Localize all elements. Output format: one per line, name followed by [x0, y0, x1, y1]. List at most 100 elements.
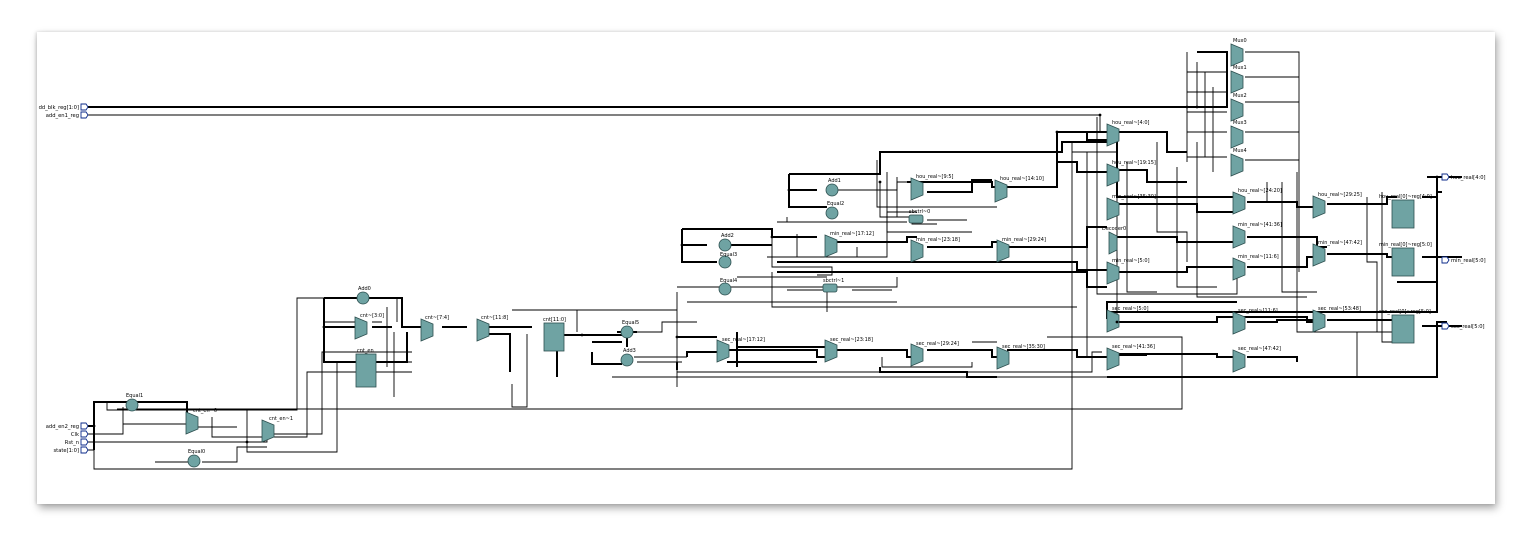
mux0-label: Mux0 [1233, 38, 1247, 44]
input-port-clk [80, 430, 89, 438]
schematic-sheet: dd_blk_reg[1:0] add_en1_reg add_en2_reg … [37, 32, 1495, 504]
add1-block [825, 183, 839, 197]
hou-register-label: hou_real[0]~reg[4:0] [1379, 194, 1432, 200]
mux-hou-9-5-label: hou_real~[9:5] [916, 174, 954, 180]
mux-min-41-36-label: min_real~[41:36] [1238, 222, 1282, 228]
input-port-add_en2_reg [80, 422, 89, 430]
label-clk: Clk [71, 432, 79, 438]
mux-cnt-3-0-label: cnt~[3:0] [360, 313, 384, 319]
rtl-schematic: dd_blk_reg[1:0] add_en1_reg add_en2_reg … [39, 38, 1486, 470]
label-add_en1_reg: add_en1_reg [46, 113, 79, 119]
mux1-block [1230, 70, 1244, 94]
mux-cnt-11-8 [476, 318, 490, 342]
comparator-blocks: Add0 Equal1 Equal0 Equal5 Add3 Add2 Equa… [125, 178, 844, 468]
equal4-label: Equal4 [720, 278, 737, 284]
input-port-rst_n [80, 438, 89, 446]
mux-cnt-3-0 [354, 316, 368, 340]
mux-min-29-24 [996, 239, 1010, 263]
mux2-block [1230, 98, 1244, 122]
mux-sec-35-30 [996, 346, 1010, 370]
mux0-block [1230, 43, 1244, 67]
mux-hou-29-25-label: hou_real~[29:25] [1318, 192, 1362, 198]
wire-layer [88, 51, 1462, 470]
mux3-label: Mux3 [1233, 120, 1247, 126]
mux3-block [1230, 125, 1244, 149]
mux-cnt-7-4-label: cnt~[7:4] [425, 315, 449, 321]
mux-hou-24-20-label: hou_real~[24:20] [1238, 188, 1282, 194]
add2-label: Add2 [721, 233, 734, 239]
mux-sec-53-48 [1312, 309, 1326, 333]
sbctrl0-label: sbctrl~0 [909, 209, 930, 215]
add2-block [718, 238, 732, 252]
mux-min-23-18 [910, 239, 924, 263]
mux-cnt-en0 [185, 411, 199, 435]
mux-cnt-en1 [261, 419, 275, 443]
equal1-block [125, 398, 139, 412]
add0-label: Add0 [358, 286, 371, 292]
equal3-block [718, 255, 732, 269]
label-hou_real: hou_real[4:0] [1451, 175, 1486, 181]
mux-cnt-en1-label: cnt_en~1 [269, 416, 293, 422]
register-blocks: cnt[11:0] cnt_en hou_real[0]~reg[4:0] mi… [355, 194, 1432, 388]
decoder-label: Decoder0 [1102, 226, 1126, 232]
mux-min-47-42 [1312, 243, 1326, 267]
mux-sec-35-30-label: sec_real~[35:30] [1002, 344, 1045, 350]
mux-hou-4-0 [1106, 123, 1120, 147]
cnt-register-label: cnt[11:0] [543, 317, 566, 323]
equal0-block [187, 454, 201, 468]
mux-sec-23-18-label: sec_real~[23:18] [830, 337, 873, 343]
mux-hou-9-5 [910, 177, 924, 201]
signal-blocks: sbctrl~0 sbctrl~1 [822, 209, 930, 293]
label-sec_real: sec_real[5:0] [1451, 324, 1485, 330]
equal5-label: Equal5 [622, 320, 639, 326]
output-ports: hou_real[4:0] min_real[5:0] sec_real[5:0… [1441, 173, 1486, 330]
output-port-hou_real [1441, 173, 1450, 181]
input-port-state [80, 446, 89, 454]
mux4-block [1230, 153, 1244, 177]
input-port-dd_blk_reg [80, 103, 89, 111]
label-rst_n: Rst_n [65, 440, 79, 446]
mux-min-35-30 [1106, 197, 1120, 221]
mux-blocks: cnt~[3:0] cnt~[7:4] cnt~[11:8] cnt_en~0 … [185, 38, 1362, 443]
mux-sec-5-0 [1106, 309, 1120, 333]
sbctrl1-block [822, 283, 838, 293]
output-port-min_real [1441, 256, 1450, 264]
input-port-add_en1_reg [80, 111, 89, 119]
equal1-label: Equal1 [126, 393, 143, 399]
equal4-block [718, 282, 732, 296]
mux-min-5-0 [1106, 261, 1120, 285]
mux-sec-41-36 [1106, 347, 1120, 371]
input-port-labels: dd_blk_reg[1:0] add_en1_reg add_en2_reg … [39, 105, 79, 454]
mux-min-11-6 [1232, 257, 1246, 281]
min-register-label: min_real[0]~reg[5:0] [1379, 242, 1432, 248]
mux-min-47-42-label: min_real~[47:42] [1318, 240, 1362, 246]
mux-min-5-0-label: min_real~[5:0] [1112, 258, 1150, 264]
cnt-en-label: cnt_en [357, 348, 374, 354]
equal2-label: Equal2 [827, 201, 844, 207]
equal0-label: Equal0 [188, 449, 205, 455]
sec-register [1391, 314, 1415, 344]
min-register [1391, 247, 1415, 277]
mux-sec-47-42 [1232, 349, 1246, 373]
equal5-block [620, 325, 634, 339]
mux-hou-19-15 [1106, 163, 1120, 187]
mux-hou-14-10 [994, 179, 1008, 203]
junction-dots [92, 105, 1439, 444]
mux-sec-53-48-label: sec_real~[53:48] [1318, 306, 1361, 312]
mux-sec-5-0-label: sec_real~[5:0] [1112, 306, 1149, 312]
mux-hou-29-25 [1312, 195, 1326, 219]
label-state: state[1:0] [53, 448, 79, 454]
mux-hou-4-0-label: hou_real~[4:0] [1112, 120, 1150, 126]
mux1-label: Mux1 [1233, 65, 1247, 71]
mux-min-23-18-label: min_real~[23:18] [916, 237, 960, 243]
mux-cnt-en0-label: cnt_en~0 [193, 408, 217, 414]
mux-sec-41-36-label: sec_real~[41:36] [1112, 344, 1155, 350]
add3-block [620, 353, 634, 367]
mux-sec-17-12 [716, 339, 730, 363]
mux-sec-29-24 [910, 343, 924, 367]
mux-sec-29-24-label: sec_real~[29:24] [916, 341, 959, 347]
mux-min-35-30-label: min_real~[35:30] [1112, 194, 1156, 200]
mux-sec-11-6 [1232, 311, 1246, 335]
add3-label: Add3 [623, 348, 636, 354]
sec-register-label: sec_real[0]~reg[5:0] [1379, 309, 1431, 315]
